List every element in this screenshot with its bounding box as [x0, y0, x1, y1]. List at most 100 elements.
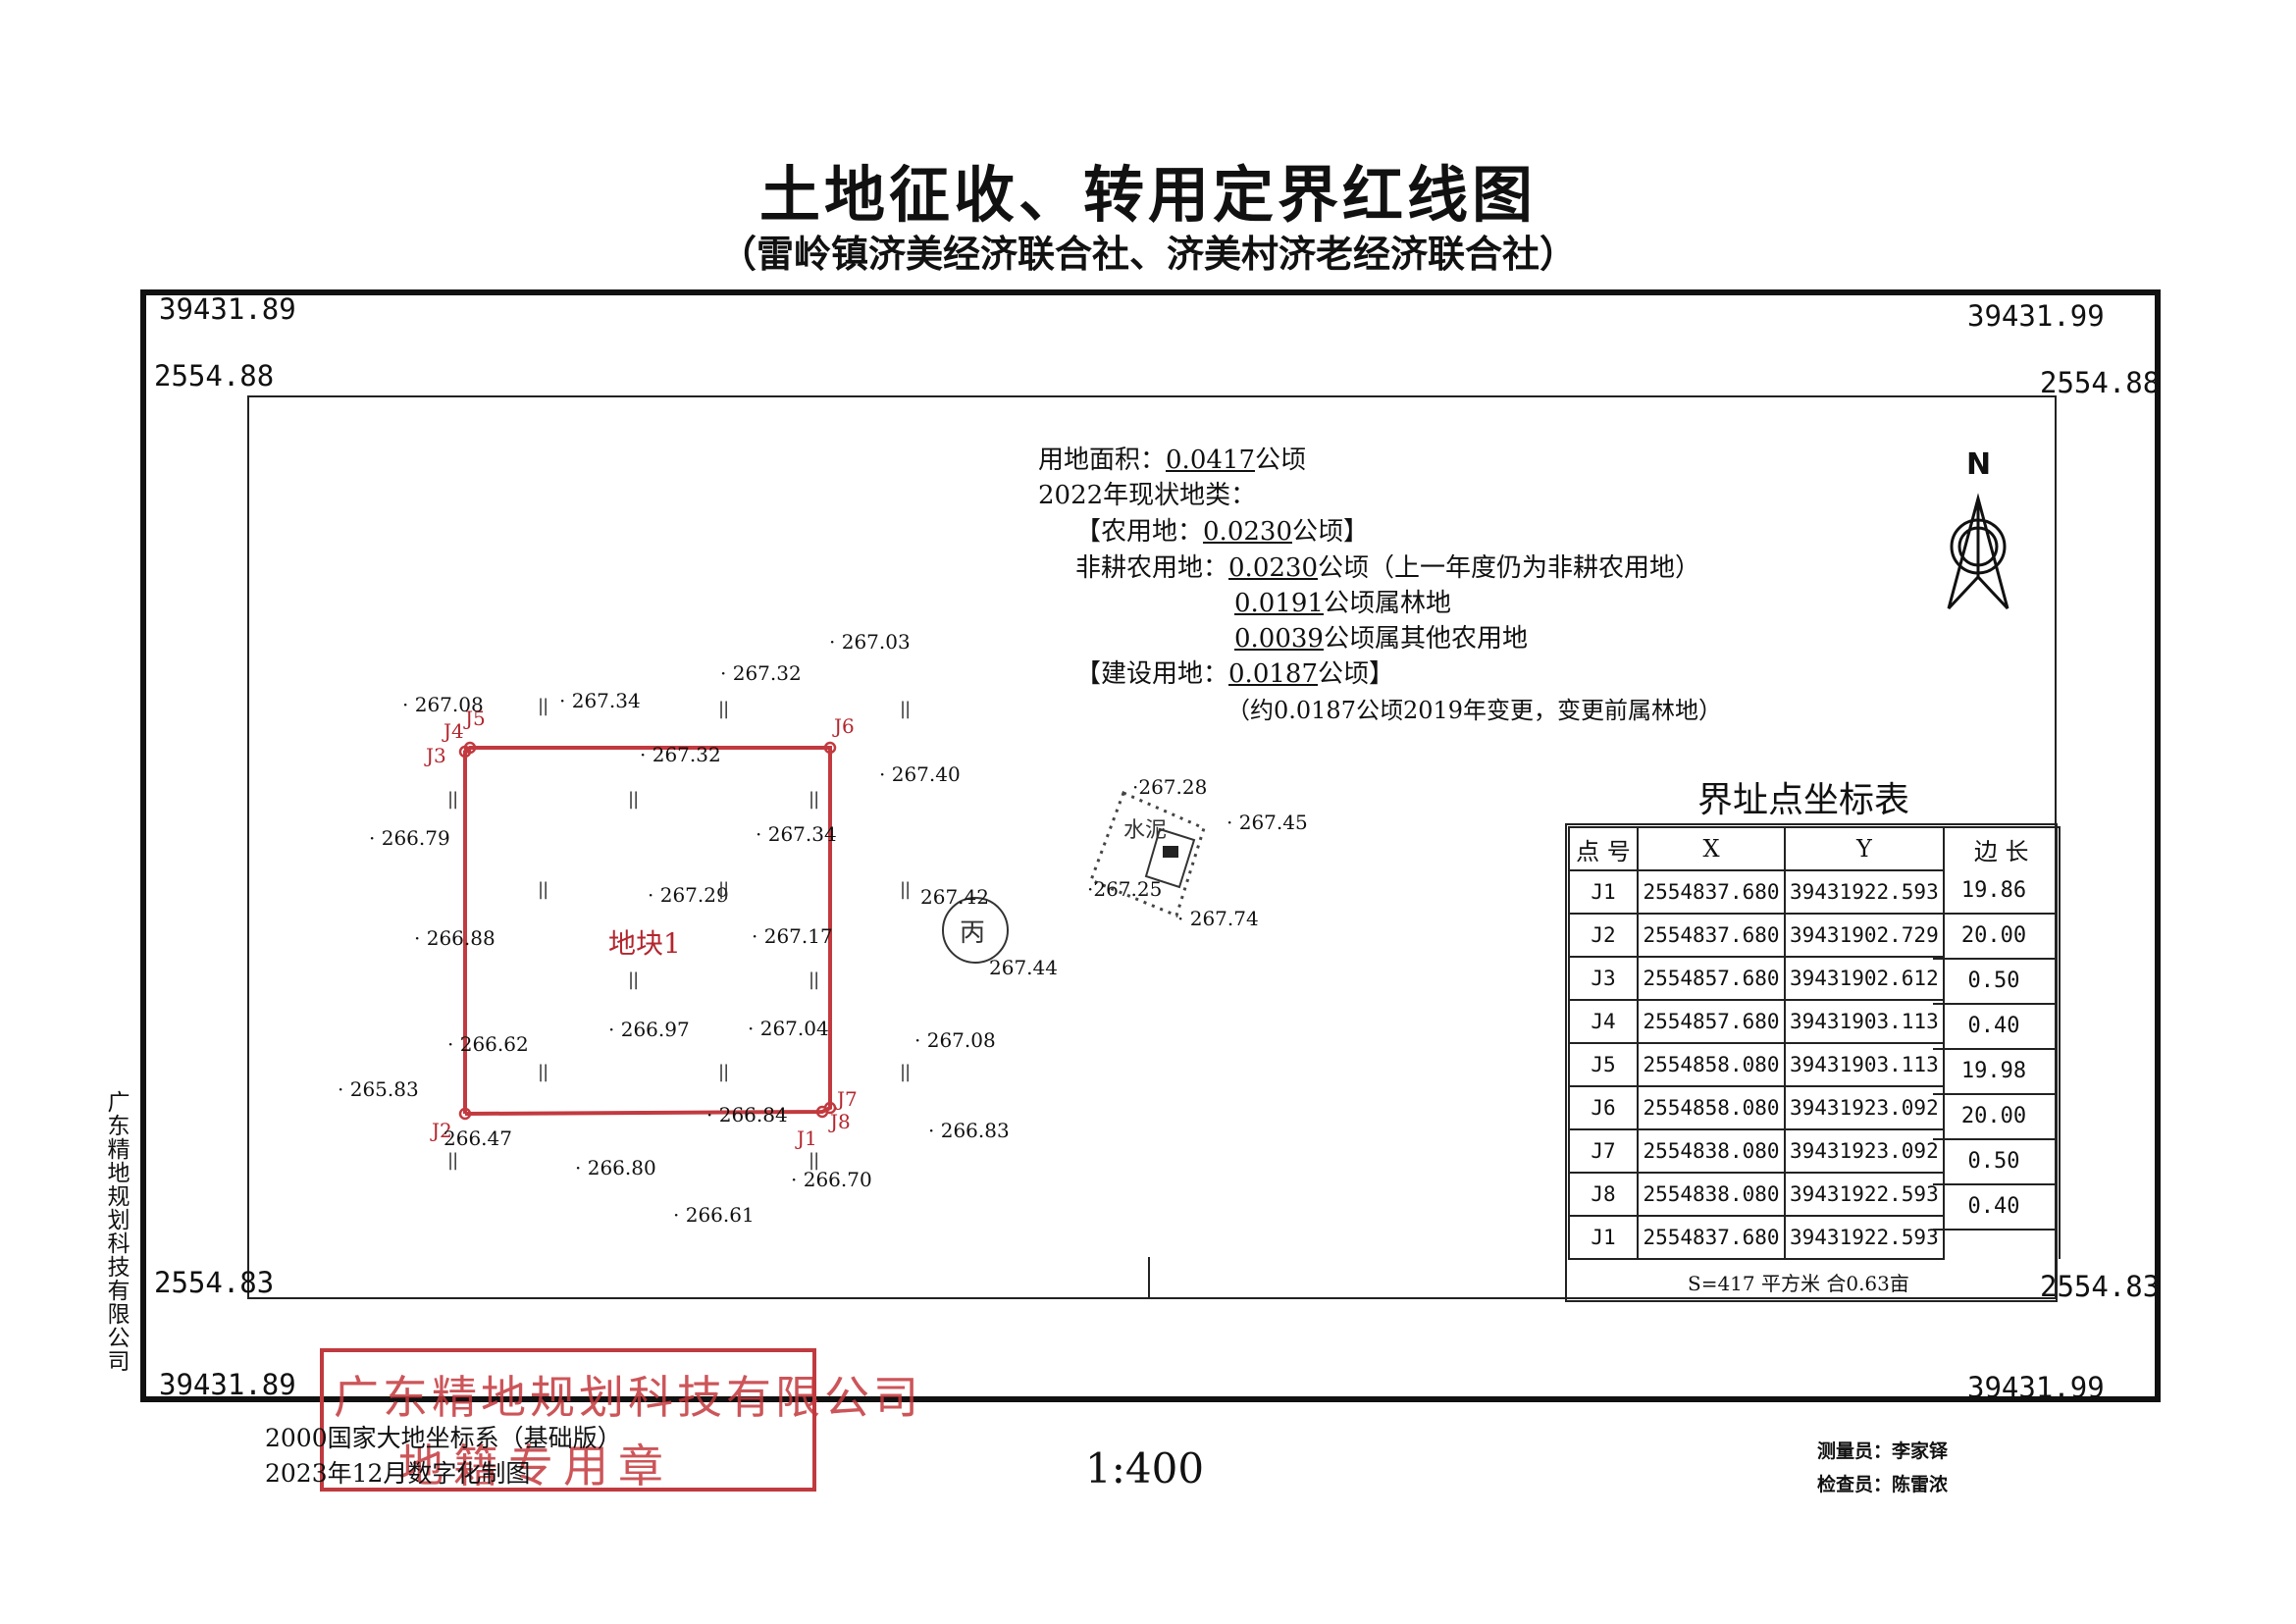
edge-length: 20.00: [1933, 1095, 2055, 1140]
point-label-j3: J3: [426, 744, 446, 767]
table-cell-pt: J1: [1568, 1215, 1639, 1260]
table-cell-edge-spacer: [1942, 1043, 2061, 1086]
table-cell-pt: J3: [1568, 956, 1639, 1001]
elevation-point: 267.44: [989, 956, 1058, 979]
edge-length: 0.40: [1933, 1005, 2055, 1050]
corner-bottom-left-y: 39431.89: [159, 1368, 296, 1401]
col-header-edge: 边 长: [1942, 826, 2061, 870]
area-label: 用地面积：: [1038, 445, 1167, 475]
map-symbol-circle: [942, 897, 1009, 964]
table-cell-pt: J5: [1568, 1042, 1639, 1087]
elevation-point: · 267.32: [720, 661, 802, 685]
table-cell-pt: J8: [1568, 1172, 1639, 1217]
ground-symbol: ||: [900, 879, 911, 900]
table-cell-x: 2554837.680: [1637, 1215, 1786, 1260]
drawing-date: 2023年12月数字化制图: [265, 1459, 531, 1488]
ground-symbol: ||: [809, 1150, 819, 1171]
point-label-j2: J2: [432, 1119, 452, 1142]
edge-length: 0.50: [1933, 960, 2055, 1005]
elevation-point: · 266.88: [414, 926, 496, 950]
table-cell-y: 39431922.593: [1784, 1215, 1945, 1260]
nonfarm-land-line: 非耕农用地：0.0230公顷（上一年度仍为非耕农用地）: [1075, 553, 1701, 583]
table-cell-edge-spacer: [1942, 870, 2061, 914]
elevation-point: ·267.28: [1132, 775, 1208, 799]
table-cell-pt: J4: [1568, 999, 1639, 1044]
point-label-j4: J4: [444, 719, 464, 743]
elevation-point: · 267.32: [640, 743, 721, 766]
point-label-j8: J8: [830, 1110, 851, 1133]
ground-symbol: ||: [718, 699, 729, 719]
coordinate-table-title: 界址点坐标表: [1697, 780, 1910, 820]
table-cell-edge-spacer: [1942, 1173, 2061, 1216]
land-status-label: 2022年现状地类：: [1038, 481, 1257, 510]
elevation-point: · 266.70: [791, 1168, 872, 1191]
edge-length: 20.00: [1933, 915, 2055, 960]
stamp-line-1: 广东精地规划科技有限公司: [334, 1371, 922, 1424]
building-marker: [1163, 846, 1178, 858]
elevation-point: · 266.83: [928, 1119, 1010, 1142]
elevation-point: · 267.34: [559, 689, 641, 712]
checker: 检查员：陈雷浓: [1817, 1474, 1949, 1495]
table-cell-x: 2554838.080: [1637, 1172, 1786, 1217]
elevation-point: · 267.03: [829, 630, 911, 654]
elevation-point: · 266.62: [447, 1032, 529, 1056]
ground-symbol: ||: [538, 696, 548, 716]
edge-length: 19.98: [1933, 1050, 2055, 1095]
col-header-x: X: [1637, 826, 1786, 871]
table-cell-edge-spacer: [1942, 1216, 2061, 1259]
elevation-point: · 266.97: [608, 1018, 690, 1041]
concrete-structure-outline: [1089, 790, 1206, 918]
elevation-point: · 266.80: [575, 1156, 656, 1179]
area-note: S=417 平方米 合0.63亩: [1688, 1272, 1909, 1295]
corner-top-right-y: 39431.99: [1967, 299, 2105, 333]
elevation-point: · 266.79: [369, 826, 450, 850]
elevation-point: · 267.04: [748, 1017, 829, 1040]
ground-symbol: ||: [809, 789, 819, 810]
table-cell-edge-spacer: [1942, 957, 2061, 1000]
table-cell-edge-spacer: [1942, 1000, 2061, 1043]
elevation-point: · 267.17: [752, 924, 833, 948]
ground-symbol: ||: [900, 1062, 911, 1082]
map-title: 土地征收、转用定界红线图: [758, 159, 1537, 231]
construction-land-line: 【建设用地：0.0187公顷】: [1075, 659, 1395, 689]
table-cell-y: 39431922.593: [1784, 1172, 1945, 1217]
elevation-point: 266.47: [444, 1126, 512, 1150]
parcel-boundary: [463, 746, 832, 1116]
table-cell-pt: J6: [1568, 1085, 1639, 1130]
ground-symbol: ||: [718, 879, 729, 900]
elevation-point: · 267.40: [879, 762, 961, 786]
edge-length: 0.50: [1933, 1140, 2055, 1185]
concrete-label: 水泥: [1123, 818, 1168, 843]
ground-symbol: ||: [628, 969, 639, 990]
corner-top-left-y: 39431.89: [159, 292, 296, 326]
table-cell-x: 2554838.080: [1637, 1128, 1786, 1174]
table-cell-x: 2554857.680: [1637, 956, 1786, 1001]
table-cell-x: 2554837.680: [1637, 869, 1786, 915]
table-cell-x: 2554858.080: [1637, 1085, 1786, 1130]
elevation-point: · 266.84: [706, 1103, 788, 1126]
ground-symbol: ||: [447, 789, 458, 810]
agri-land-line: 【农用地：0.0230公顷】: [1075, 517, 1370, 547]
elevation-point: · 267.74: [1177, 907, 1259, 930]
table-cell-y: 39431922.593: [1784, 869, 1945, 915]
table-cell-y: 39431902.612: [1784, 956, 1945, 1001]
ground-symbol: ||: [628, 789, 639, 810]
point-label-j6: J6: [834, 714, 855, 738]
ground-symbol: ||: [538, 1062, 548, 1082]
edge-length: 19.86: [1933, 869, 2055, 915]
ground-symbol: ||: [538, 879, 548, 900]
elevation-point: 267.42: [920, 885, 989, 909]
table-cell-edge-spacer: [1942, 914, 2061, 957]
stamp-line-2: 地籍专用章: [398, 1440, 673, 1493]
forest-land-line: 0.0191公顷属林地: [1234, 589, 1451, 618]
side-company-name: 广东精地规划科技有限公司: [107, 1090, 130, 1375]
ground-symbol: ||: [718, 1062, 729, 1082]
land-area-line: 用地面积：0.0417公顷: [1038, 440, 1306, 476]
elevation-point: · 267.29: [648, 883, 729, 907]
boundary-point-markers: [458, 741, 837, 1121]
